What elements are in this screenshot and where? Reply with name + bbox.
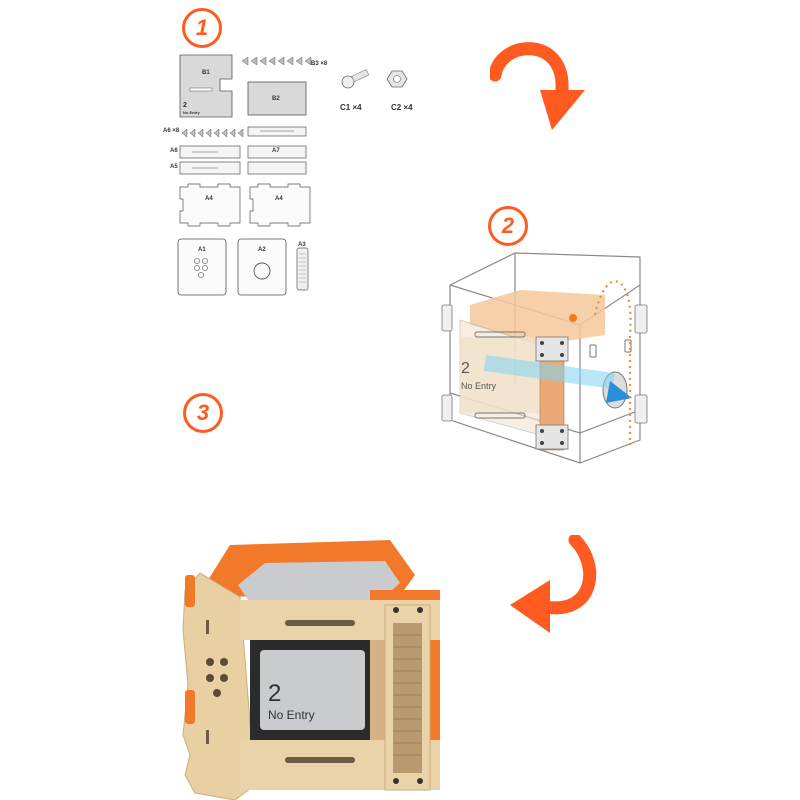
step-3-sign-text: No Entry — [268, 708, 315, 722]
part-c2-nut — [387, 71, 407, 87]
label-a1: A1 — [198, 247, 206, 253]
step-2-sign-text: No Entry — [461, 381, 496, 391]
label-a6: A6 ×8 — [163, 128, 179, 134]
label-b3: B3 ×8 — [311, 61, 327, 67]
part-a6-pegs — [182, 129, 243, 137]
part-a4-right — [250, 184, 310, 226]
part-a4-left — [180, 184, 240, 226]
arrow-to-step-3-icon — [505, 535, 605, 635]
label-a2: A2 — [258, 247, 266, 253]
label-a4-right: A4 — [275, 196, 283, 202]
label-c2: C2 ×4 — [391, 103, 413, 112]
label-b1: B1 — [202, 70, 210, 76]
label-a5: A5 — [170, 164, 178, 170]
label-c1: C1 ×4 — [340, 103, 362, 112]
part-c1-screw — [342, 70, 369, 88]
label-b2: B2 — [272, 96, 280, 102]
step-2-sign-number: 2 — [461, 360, 470, 378]
step-1-number: 1 — [182, 8, 222, 48]
step-3-number: 3 — [183, 393, 223, 433]
step-3-sign-number: 2 — [268, 680, 281, 708]
part-a3 — [297, 248, 308, 290]
step-3-illustration — [180, 535, 450, 800]
part-b3-pegs — [242, 57, 311, 65]
label-b1-sub-text: No Entry — [183, 110, 200, 115]
label-a6-row: A6 — [170, 148, 178, 154]
label-b1-sub-num: 2 — [183, 102, 187, 109]
label-a7: A7 — [272, 148, 280, 154]
parts-diagram — [160, 45, 430, 305]
step-2-number: 2 — [488, 206, 528, 246]
label-a3: A3 — [298, 242, 306, 248]
arrow-to-step-2-icon — [490, 35, 590, 135]
part-b1 — [180, 55, 232, 117]
label-a4-left: A4 — [205, 196, 213, 202]
